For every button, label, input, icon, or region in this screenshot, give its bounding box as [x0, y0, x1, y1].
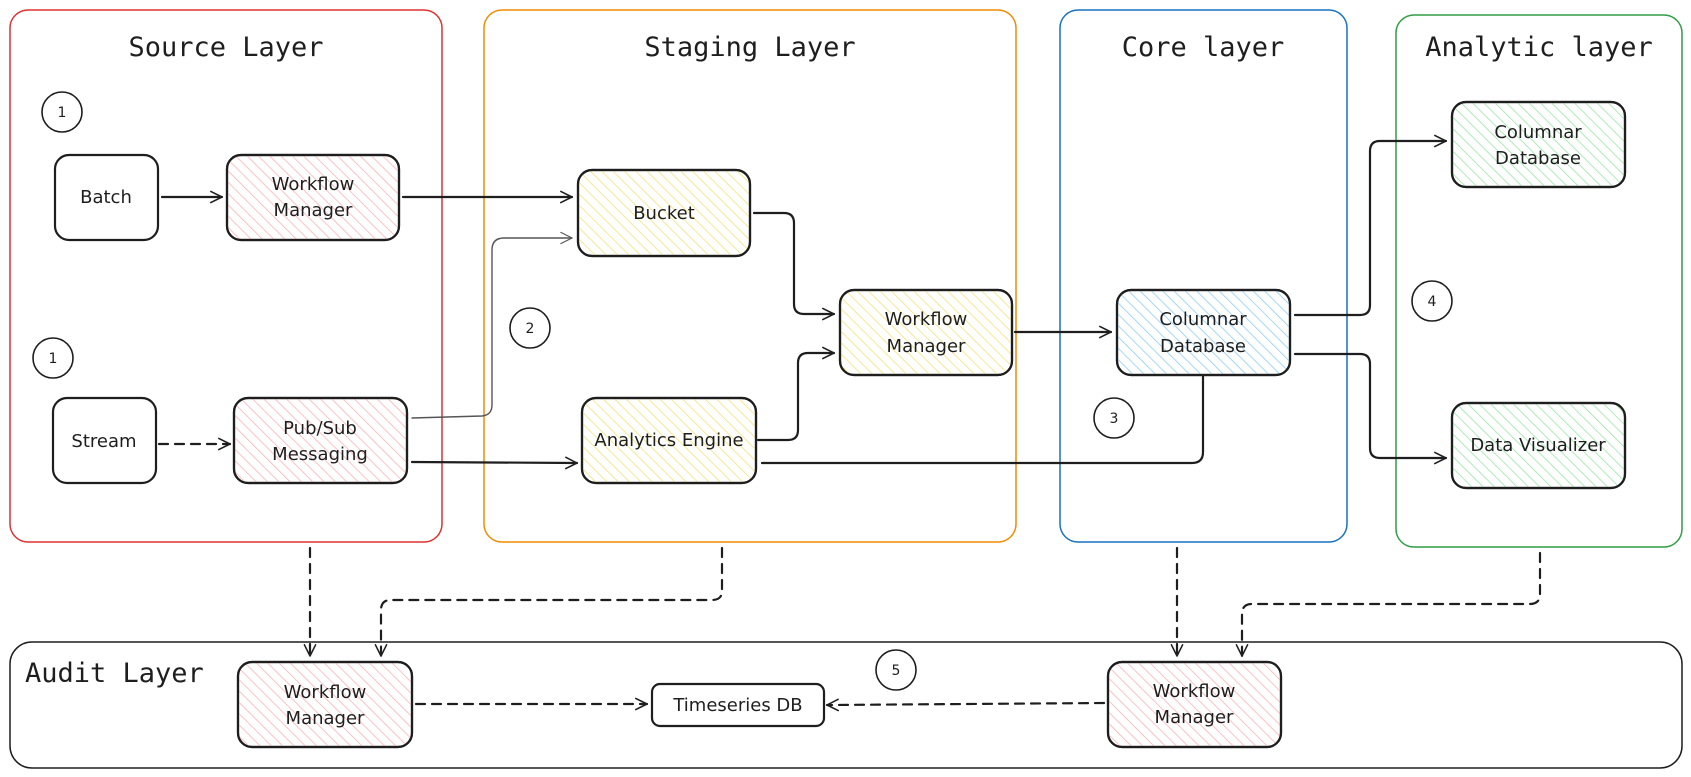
edge-analytic-layer-to-audit-workflow [1235, 551, 1542, 658]
node-pubsub-box [232, 396, 409, 485]
node-data-visualizer[interactable]: Data Visualizer [1450, 401, 1627, 490]
edge-pubsub-to-analytics-engine [410, 456, 579, 470]
edge-core-db-to-data-visualizer [1293, 352, 1448, 465]
edge-analytics-engine-to-staging-workflow [756, 346, 836, 442]
node-staging-workflow-box [838, 288, 1014, 377]
step-badge-staging: 2 [509, 307, 551, 349]
node-staging-workflow-manager[interactable]: Workflow Manager [838, 288, 1014, 377]
step-badge-core: 3 [1093, 397, 1135, 439]
edge-analytics-engine-to-core-db [760, 352, 1210, 465]
edge-staging-layer-to-audit-workflow [374, 546, 724, 658]
node-pubsub-line1: Pub/Sub [283, 418, 357, 439]
node-timeseries-db-label: Timeseries DB [672, 695, 802, 716]
step-badge-core-number: 3 [1110, 411, 1119, 427]
step-badge-staging-number: 2 [526, 321, 535, 337]
node-data-visualizer-label: Data Visualizer [1470, 435, 1606, 456]
node-pubsub-messaging[interactable]: Pub/Sub Messaging [232, 396, 409, 485]
step-badge-batch-number: 1 [58, 105, 67, 121]
source-layer-border [9, 9, 443, 543]
node-bucket-box [576, 168, 752, 258]
node-audit-workflow-right-line1: Workflow [1153, 681, 1236, 702]
node-analytics-engine[interactable]: Analytics Engine [580, 396, 758, 485]
analytic-layer-title: Analytic layer [1425, 32, 1653, 63]
step-badge-stream-circle [32, 337, 74, 379]
node-data-visualizer-box [1450, 401, 1627, 490]
step-badge-audit-number: 5 [892, 663, 901, 679]
node-timeseries-db-box [650, 682, 826, 728]
node-analytic-db-line1: Columnar [1494, 122, 1582, 143]
node-staging-workflow-line2: Manager [887, 336, 966, 357]
node-batch[interactable]: Batch [53, 153, 160, 242]
edges [157, 134, 1542, 712]
node-pubsub-line2: Messaging [272, 444, 368, 465]
staging-layer-title: Staging Layer [644, 32, 855, 63]
node-analytics-engine-label: Analytics Engine [594, 430, 743, 451]
node-batch-label: Batch [80, 187, 132, 208]
node-analytic-columnar-database[interactable]: Columnar Database [1450, 100, 1627, 189]
node-audit-workflow-left-line2: Manager [286, 708, 365, 729]
node-audit-workflow-left-line1: Workflow [284, 682, 367, 703]
audit-layer-frame: Audit Layer [9, 641, 1683, 769]
node-source-workflow-box [225, 153, 401, 242]
node-core-db-box [1115, 288, 1292, 377]
node-stream-label: Stream [71, 431, 136, 452]
node-analytic-db-line2: Database [1495, 148, 1581, 169]
node-audit-workflow-manager-right[interactable]: Workflow Manager [1106, 660, 1283, 749]
node-analytic-db-box [1450, 100, 1627, 189]
step-badge-core-circle [1093, 397, 1135, 439]
step-badge-stream: 1 [32, 337, 74, 379]
core-layer-frame: Core layer [1059, 9, 1348, 543]
step-badge-batch-circle [41, 91, 83, 133]
audit-layer-title: Audit Layer [25, 658, 204, 689]
node-analytics-engine-box [580, 396, 758, 485]
edge-core-db-to-analytic-db [1293, 134, 1448, 317]
node-audit-workflow-manager-left[interactable]: Workflow Manager [236, 660, 414, 749]
node-batch-box [53, 153, 160, 242]
node-audit-workflow-right-box [1106, 660, 1283, 749]
node-core-db-line1: Columnar [1159, 309, 1247, 330]
analytic-layer-frame: Analytic layer [1395, 14, 1683, 548]
step-badge-audit-circle [875, 649, 917, 691]
analytic-layer-border [1395, 14, 1683, 548]
node-stream-box [51, 396, 158, 485]
step-badge-analytic-number: 4 [1428, 294, 1437, 310]
audit-layer-border [9, 641, 1683, 769]
node-audit-workflow-left-box [236, 660, 414, 749]
node-bucket[interactable]: Bucket [576, 168, 752, 258]
node-source-workflow-line2: Manager [274, 200, 353, 221]
step-badge-staging-circle [509, 307, 551, 349]
step-badge-batch: 1 [41, 91, 83, 133]
node-stream[interactable]: Stream [51, 396, 158, 485]
step-badge-stream-number: 1 [49, 351, 58, 367]
node-core-db-line2: Database [1160, 336, 1246, 357]
node-core-columnar-database[interactable]: Columnar Database [1115, 288, 1292, 377]
source-layer-frame: Source Layer [9, 9, 443, 543]
edge-pubsub-to-bucket [411, 231, 573, 419]
staging-layer-border [483, 9, 1017, 543]
step-badge-analytic: 4 [1411, 280, 1453, 322]
edge-audit-right-to-timeseries [825, 698, 1106, 712]
node-timeseries-db[interactable]: Timeseries DB [650, 682, 826, 728]
edge-bucket-to-staging-workflow [752, 211, 836, 321]
source-layer-title: Source Layer [128, 32, 323, 63]
node-staging-workflow-line1: Workflow [885, 309, 968, 330]
step-badge-analytic-circle [1411, 280, 1453, 322]
node-bucket-label: Bucket [633, 203, 695, 224]
core-layer-title: Core layer [1122, 32, 1285, 63]
staging-layer-frame: Staging Layer [483, 9, 1017, 543]
node-source-workflow-line1: Workflow [272, 174, 355, 195]
node-source-workflow-manager[interactable]: Workflow Manager [225, 153, 401, 242]
core-layer-border [1059, 9, 1348, 543]
step-badge-audit: 5 [875, 649, 917, 691]
node-audit-workflow-right-line2: Manager [1155, 707, 1234, 728]
